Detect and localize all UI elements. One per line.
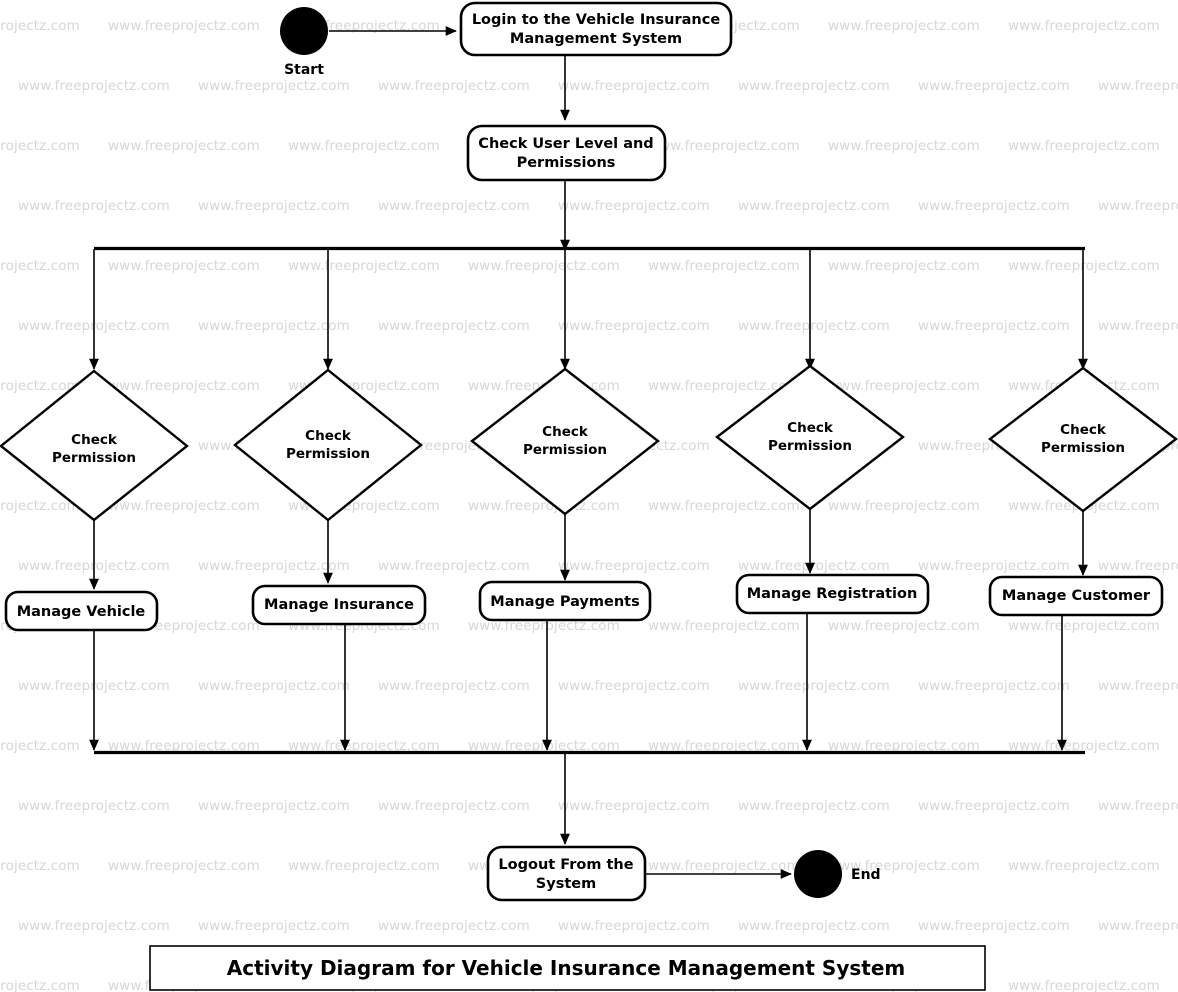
activity-manage-insurance-label: Manage Insurance — [264, 597, 414, 613]
activity-check-user-level-label-line2: Permissions — [517, 155, 616, 171]
end-node-circle[interactable] — [794, 850, 842, 898]
activity-login-box[interactable] — [459, 1, 733, 57]
decision-node-3[interactable]: Check Permission — [470, 367, 660, 516]
decision-node-4[interactable]: Check Permission — [715, 364, 905, 511]
end-node-label: End — [851, 867, 881, 883]
decision-node-5-label-line2: Permission — [1041, 440, 1125, 456]
decision-node-1-label-line2: Permission — [52, 450, 136, 466]
activity-logout[interactable]: Logout From the System — [486, 845, 647, 902]
activity-manage-registration-box[interactable] — [735, 573, 930, 615]
activity-logout-label-line2: System — [536, 876, 596, 892]
activity-manage-registration[interactable]: Manage Registration — [735, 573, 930, 615]
decision-node-1-label-line1: Check — [71, 432, 118, 448]
decision-node-2-label-line1: Check — [305, 428, 352, 444]
activity-manage-registration-label: Manage Registration — [747, 586, 918, 602]
decision-node-5-diamond[interactable] — [988, 366, 1178, 513]
edges — [89, 26, 1088, 879]
decision-node-5[interactable]: Check Permission — [988, 366, 1178, 513]
activity-login-label-line2: Management System — [510, 31, 682, 47]
activity-manage-vehicle-label: Manage Vehicle — [17, 604, 146, 620]
decision-node-2[interactable]: Check Permission — [233, 368, 423, 522]
activity-logout-label-line1: Logout From the — [498, 857, 633, 873]
decision-node-2-diamond[interactable] — [233, 368, 423, 522]
activity-manage-vehicle[interactable]: Manage Vehicle — [4, 590, 159, 632]
activity-logout-box[interactable] — [486, 845, 647, 902]
activity-manage-payments[interactable]: Manage Payments — [478, 580, 652, 622]
activity-manage-insurance[interactable]: Manage Insurance — [251, 584, 427, 626]
decision-node-3-label-line2: Permission — [523, 442, 607, 458]
start-node-label: Start — [284, 62, 324, 78]
activity-manage-customer[interactable]: Manage Customer — [988, 575, 1164, 617]
activity-manage-payments-box[interactable] — [478, 580, 652, 622]
activity-manage-customer-box[interactable] — [988, 575, 1164, 617]
activity-login[interactable]: Login to the Vehicle Insurance Managemen… — [459, 1, 733, 57]
decision-node-3-diamond[interactable] — [470, 367, 660, 516]
decision-node-3-label-line1: Check — [542, 424, 589, 440]
activity-check-user-level-label-line1: Check User Level and — [478, 136, 653, 152]
decision-node-4-label-line1: Check — [787, 420, 834, 436]
start-node[interactable]: Start — [280, 7, 328, 78]
activity-check-user-level-box[interactable] — [466, 124, 667, 182]
decision-node-5-label-line1: Check — [1060, 422, 1107, 438]
activity-manage-vehicle-box[interactable] — [4, 590, 159, 632]
start-node-circle[interactable] — [280, 7, 328, 55]
decision-node-1[interactable]: Check Permission — [0, 369, 189, 522]
activity-manage-insurance-box[interactable] — [251, 584, 427, 626]
decision-node-1-diamond[interactable] — [0, 369, 189, 522]
diagram-title-label: Activity Diagram for Vehicle Insurance M… — [227, 956, 905, 980]
end-node[interactable]: End — [794, 850, 881, 898]
activity-check-user-level[interactable]: Check User Level and Permissions — [466, 124, 667, 182]
activity-login-label-line1: Login to the Vehicle Insurance — [472, 12, 721, 28]
decision-node-4-diamond[interactable] — [715, 364, 905, 511]
activity-manage-payments-label: Manage Payments — [490, 594, 639, 610]
decision-node-4-label-line2: Permission — [768, 438, 852, 454]
diagram-title: Activity Diagram for Vehicle Insurance M… — [149, 945, 986, 991]
activity-manage-customer-label: Manage Customer — [1002, 588, 1151, 604]
diagram-title-box — [149, 945, 986, 991]
decision-node-2-label-line2: Permission — [286, 446, 370, 462]
